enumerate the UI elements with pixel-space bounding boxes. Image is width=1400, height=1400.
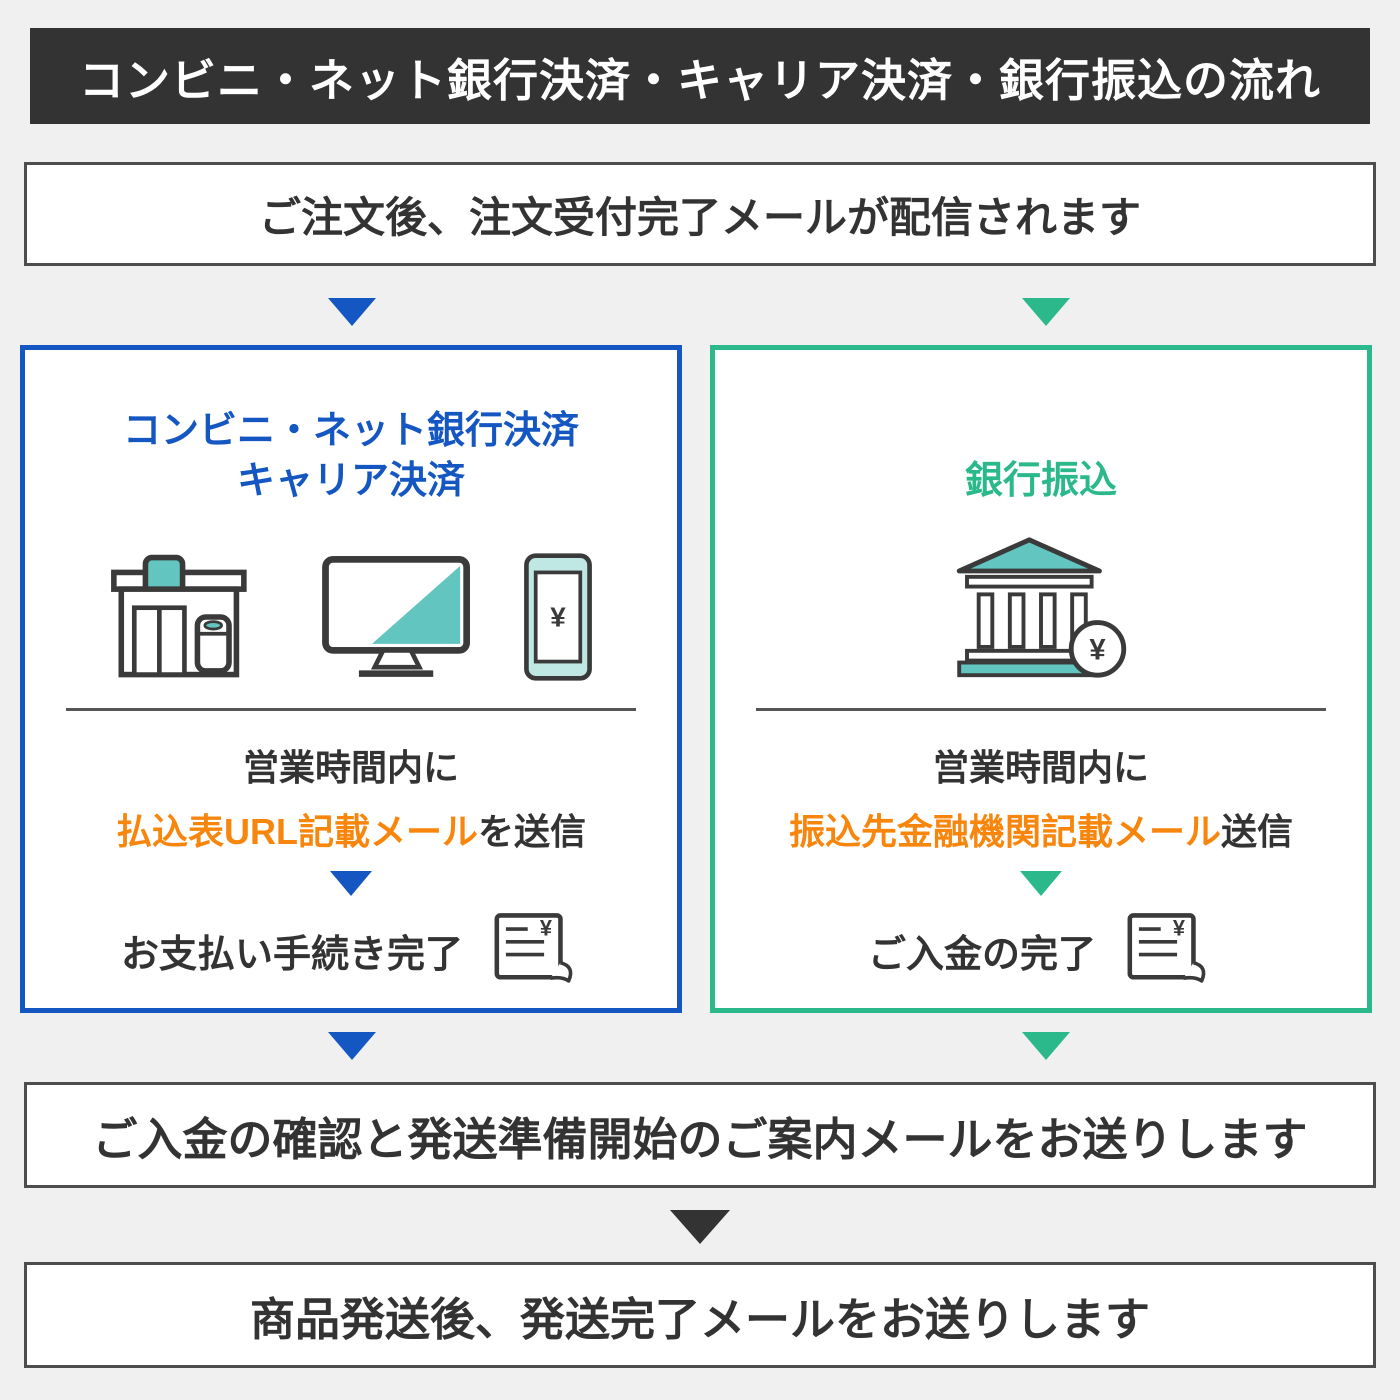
left-column-konbini-payment: コンビニ・ネット銀行決済 キャリア決済 (20, 345, 682, 1013)
left-payment-icons: ¥ (106, 532, 596, 682)
bank-yen-symbol: ¥ (1089, 635, 1106, 667)
right-mail-suffix: 送信 (1221, 811, 1294, 852)
receipt-icon: ¥ (1127, 913, 1206, 983)
left-timing-text: 営業時間内に (242, 747, 459, 788)
right-column-bank-transfer: 銀行振込 ¥ 営業時間内に 振込先金融機関記載メール送信 (710, 345, 1372, 1013)
right-payment-icons: ¥ (953, 532, 1129, 682)
right-done-row: ご入金の完了 ¥ (868, 910, 1214, 990)
left-mail-suffix: を送信 (477, 811, 586, 852)
left-column-title-line2: キャリア決済 (236, 459, 465, 502)
step-payment-confirmed: ご入金の確認と発送準備開始のご案内メールをお送りします (24, 1082, 1376, 1188)
right-divider (756, 708, 1326, 711)
page-title: コンビニ・ネット銀行決済・キャリア決済・銀行振込の流れ (30, 28, 1370, 124)
left-column-title: コンビニ・ネット銀行決済 キャリア決済 (123, 402, 579, 506)
bank-icon: ¥ (956, 537, 1127, 678)
right-timing-text: 営業時間内に (932, 747, 1149, 788)
arrow-down-green-top-icon (1022, 298, 1070, 326)
step-shipping-complete: 商品発送後、発送完了メールをお送りします (24, 1262, 1376, 1368)
arrow-down-blue-bottom-icon (328, 1032, 376, 1060)
left-divider (66, 708, 636, 711)
left-column-title-line1: コンビニ・ネット銀行決済 (122, 409, 579, 452)
smartphone-icon: ¥ (524, 553, 592, 681)
computer-icon (322, 556, 470, 677)
right-done-text: ご入金の完了 (867, 933, 1096, 976)
step-order-received: ご注文後、注文受付完了メールが配信されます (24, 162, 1376, 266)
left-mail-text: 払込表URL記載メールを送信 (116, 803, 586, 855)
left-mail-highlight: 払込表URL記載メール (115, 811, 478, 852)
convenience-store-icon (111, 554, 247, 678)
arrow-down-green-bottom-icon (1022, 1032, 1070, 1060)
arrow-down-green-inner-icon (1020, 871, 1062, 896)
right-mail-highlight: 振込先金融機関記載メール (788, 811, 1221, 852)
arrow-down-dark-icon (670, 1210, 730, 1244)
right-column-title: 銀行振込 (965, 402, 1117, 506)
arrow-down-blue-top-icon (328, 298, 376, 326)
receipt-yen-symbol: ¥ (1173, 915, 1186, 940)
right-column-title-line1: 銀行振込 (964, 459, 1117, 502)
arrow-down-blue-inner-icon (330, 871, 372, 896)
right-mail-text: 振込先金融機関記載メール送信 (789, 803, 1293, 855)
left-done-text: お支払い手続き完了 (120, 933, 463, 976)
left-done-row: お支払い手続き完了 ¥ (121, 910, 581, 990)
smartphone-yen-symbol: ¥ (550, 601, 566, 632)
receipt-yen-symbol: ¥ (540, 915, 553, 940)
receipt-icon: ¥ (494, 913, 573, 983)
